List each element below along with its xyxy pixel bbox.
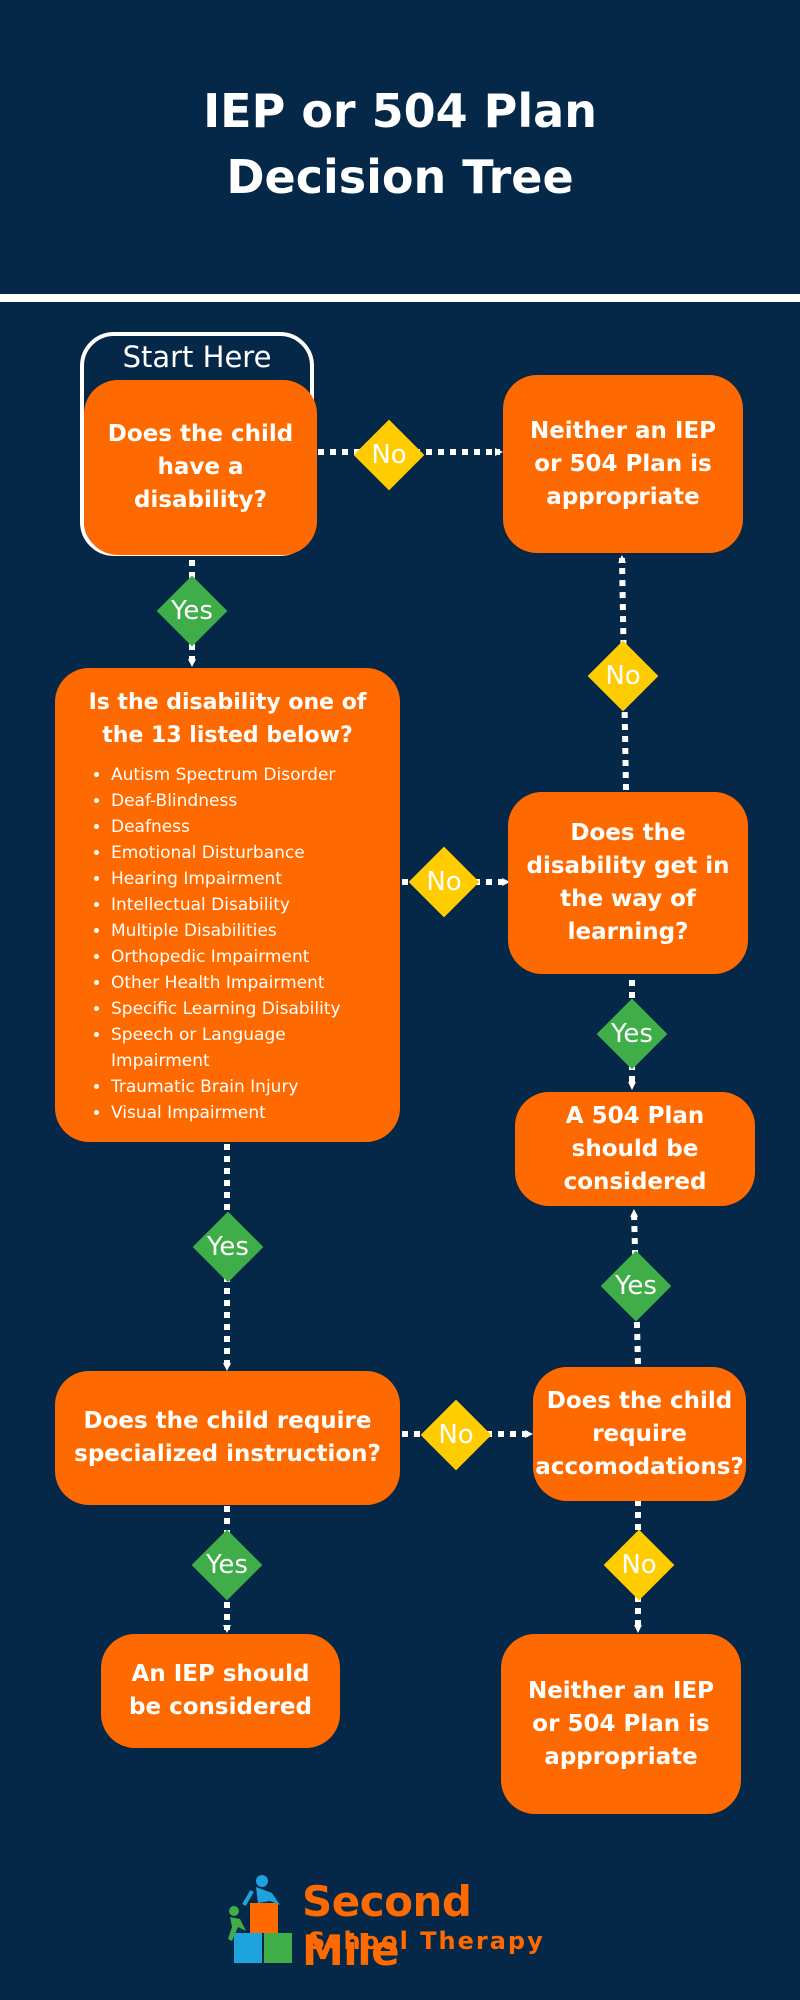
node-neither-bottom: Neither an IEP or 504 Plan is appropriat… (501, 1634, 741, 1814)
disability-list: Autism Spectrum Disorder Deaf-Blindness … (73, 762, 382, 1126)
node-disability-listed: Is the disability one of the 13 listed b… (55, 668, 400, 1142)
no-label: No (621, 1550, 657, 1580)
yes-diamond: Yes (594, 996, 670, 1072)
logo: Second Mile School Therapy (222, 1875, 582, 1975)
node-has-disability: Does the child have a disability? (84, 380, 317, 555)
title-line-2: Decision Tree (226, 150, 574, 204)
yes-diamond: Yes (189, 1527, 265, 1603)
no-diamond: No (601, 1527, 677, 1603)
node-neither-bottom-text: Neither an IEP or 504 Plan is appropriat… (527, 1677, 715, 1770)
yes-label: Yes (207, 1232, 249, 1262)
disability-item: Orthopedic Impairment (111, 944, 382, 970)
disability-item: Deaf-Blindness (111, 788, 382, 814)
no-diamond: No (351, 417, 427, 493)
disability-item: Multiple Disabilities (111, 918, 382, 944)
node-504-plan-text: A 504 Plan should be considered (563, 1102, 707, 1195)
node-require-accommodations: Does the child require accomodations? (533, 1367, 746, 1501)
start-label: Start Here (122, 340, 272, 374)
yes-diamond: Yes (154, 573, 230, 649)
node-gets-in-way-of-learning-text: Does the disability get in the way of le… (526, 820, 730, 945)
disability-item: Specific Learning Disability (111, 996, 382, 1022)
logo-name: Second Mile (302, 1877, 472, 1975)
node-neither-top: Neither an IEP or 504 Plan is appropriat… (503, 375, 743, 553)
no-diamond: No (406, 844, 482, 920)
disability-item: Speech or Language Impairment (111, 1022, 382, 1074)
connector-learning-no (618, 555, 629, 791)
disability-item: Other Health Impairment (111, 970, 382, 996)
disability-item: Visual Impairment (111, 1100, 382, 1126)
node-neither-top-text: Neither an IEP or 504 Plan is appropriat… (529, 417, 717, 510)
yes-label: Yes (611, 1019, 653, 1049)
node-iep: An IEP should be considered (101, 1634, 340, 1748)
disability-item: Intellectual Disability (111, 892, 382, 918)
title-divider (0, 294, 800, 302)
node-specialized-instruction: Does the child require specialized instr… (55, 1371, 400, 1505)
logo-mark-icon (228, 1875, 292, 1963)
no-label: No (371, 440, 407, 470)
node-iep-text: An IEP should be considered (129, 1661, 312, 1720)
no-label: No (605, 661, 641, 691)
node-gets-in-way-of-learning: Does the disability get in the way of le… (508, 792, 748, 974)
page-title: IEP or 504 Plan Decision Tree (0, 78, 800, 210)
yes-label: Yes (171, 596, 213, 626)
node-disability-listed-text: Is the disability one of the 13 listed b… (88, 690, 367, 748)
disability-item: Autism Spectrum Disorder (111, 762, 382, 788)
disability-item: Hearing Impairment (111, 866, 382, 892)
logo-subtitle: School Therapy (308, 1927, 545, 1955)
no-diamond: No (418, 1397, 494, 1473)
no-label: No (426, 867, 462, 897)
yes-label: Yes (206, 1550, 248, 1580)
disability-item: Traumatic Brain Injury (111, 1074, 382, 1100)
yes-diamond: Yes (190, 1209, 266, 1285)
no-label: No (438, 1420, 474, 1450)
no-diamond: No (585, 638, 661, 714)
yes-label: Yes (615, 1271, 657, 1301)
node-specialized-instruction-text: Does the child require specialized instr… (74, 1408, 381, 1467)
node-504-plan: A 504 Plan should be considered (515, 1092, 755, 1206)
title-line-1: IEP or 504 Plan (203, 84, 597, 138)
node-require-accommodations-text: Does the child require accomodations? (535, 1387, 744, 1480)
disability-item: Emotional Disturbance (111, 840, 382, 866)
node-has-disability-text: Does the child have a disability? (107, 421, 294, 513)
disability-item: Deafness (111, 814, 382, 840)
yes-diamond: Yes (598, 1248, 674, 1324)
